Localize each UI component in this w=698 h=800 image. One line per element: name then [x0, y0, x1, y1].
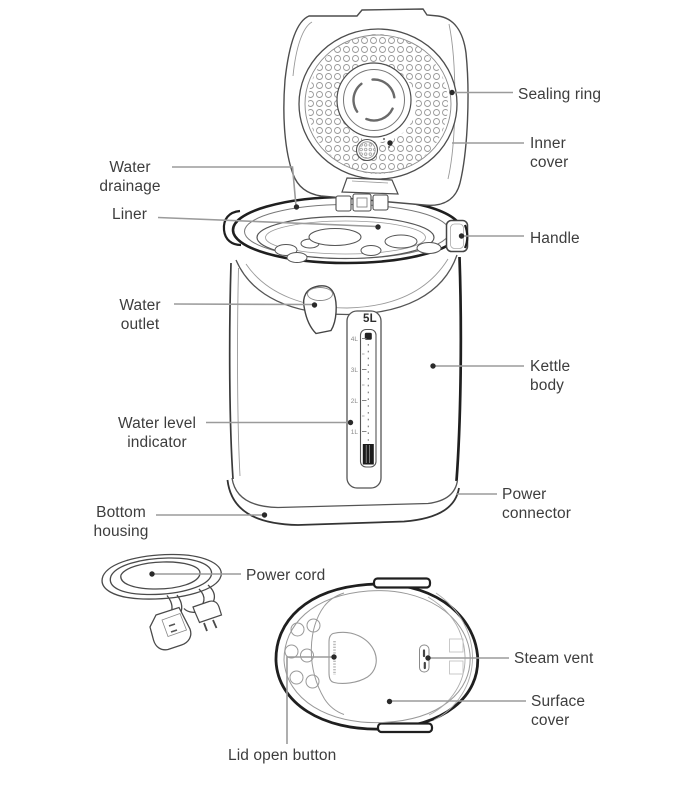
- label-sealing-ring: Sealing ring: [518, 86, 602, 103]
- leader-lines: [154, 91, 526, 744]
- indicator-tick-4l: 4L: [350, 336, 358, 343]
- label-power-connector: Power connector: [502, 486, 571, 522]
- top-view-art: [274, 577, 479, 734]
- label-kettle-body: Kettle body: [530, 358, 571, 394]
- label-steam-vent: Steam vent: [514, 650, 594, 667]
- label-lid-open-button: Lid open button: [228, 747, 337, 764]
- leader-dots: [149, 89, 465, 705]
- kettle-body-art: [226, 254, 463, 526]
- lid-art: [283, 8, 469, 212]
- label-water-level-indicator: Water level indicator: [117, 415, 197, 451]
- indicator-tick-2l: 2L: [350, 398, 358, 405]
- indicator-tick-3l: 3L: [350, 367, 358, 374]
- rim-liner-art: [222, 195, 469, 265]
- water-outlet-art: [302, 285, 337, 335]
- label-water-outlet: Water outlet: [119, 297, 161, 333]
- label-handle: Handle: [530, 230, 580, 247]
- label-inner-cover: Inner cover: [530, 135, 569, 171]
- label-power-cord: Power cord: [246, 567, 326, 584]
- indicator-tick-1l: 1L: [350, 429, 358, 436]
- label-water-drainage: Water drainage: [99, 159, 161, 195]
- indicator-capacity-label: 5L: [362, 313, 378, 325]
- label-bottom-housing: Bottom housing: [93, 504, 149, 540]
- power-cord-art: [101, 553, 223, 651]
- water-level-indicator-art: [346, 310, 382, 489]
- label-liner: Liner: [112, 206, 147, 223]
- label-surface-cover: Surface cover: [531, 693, 586, 729]
